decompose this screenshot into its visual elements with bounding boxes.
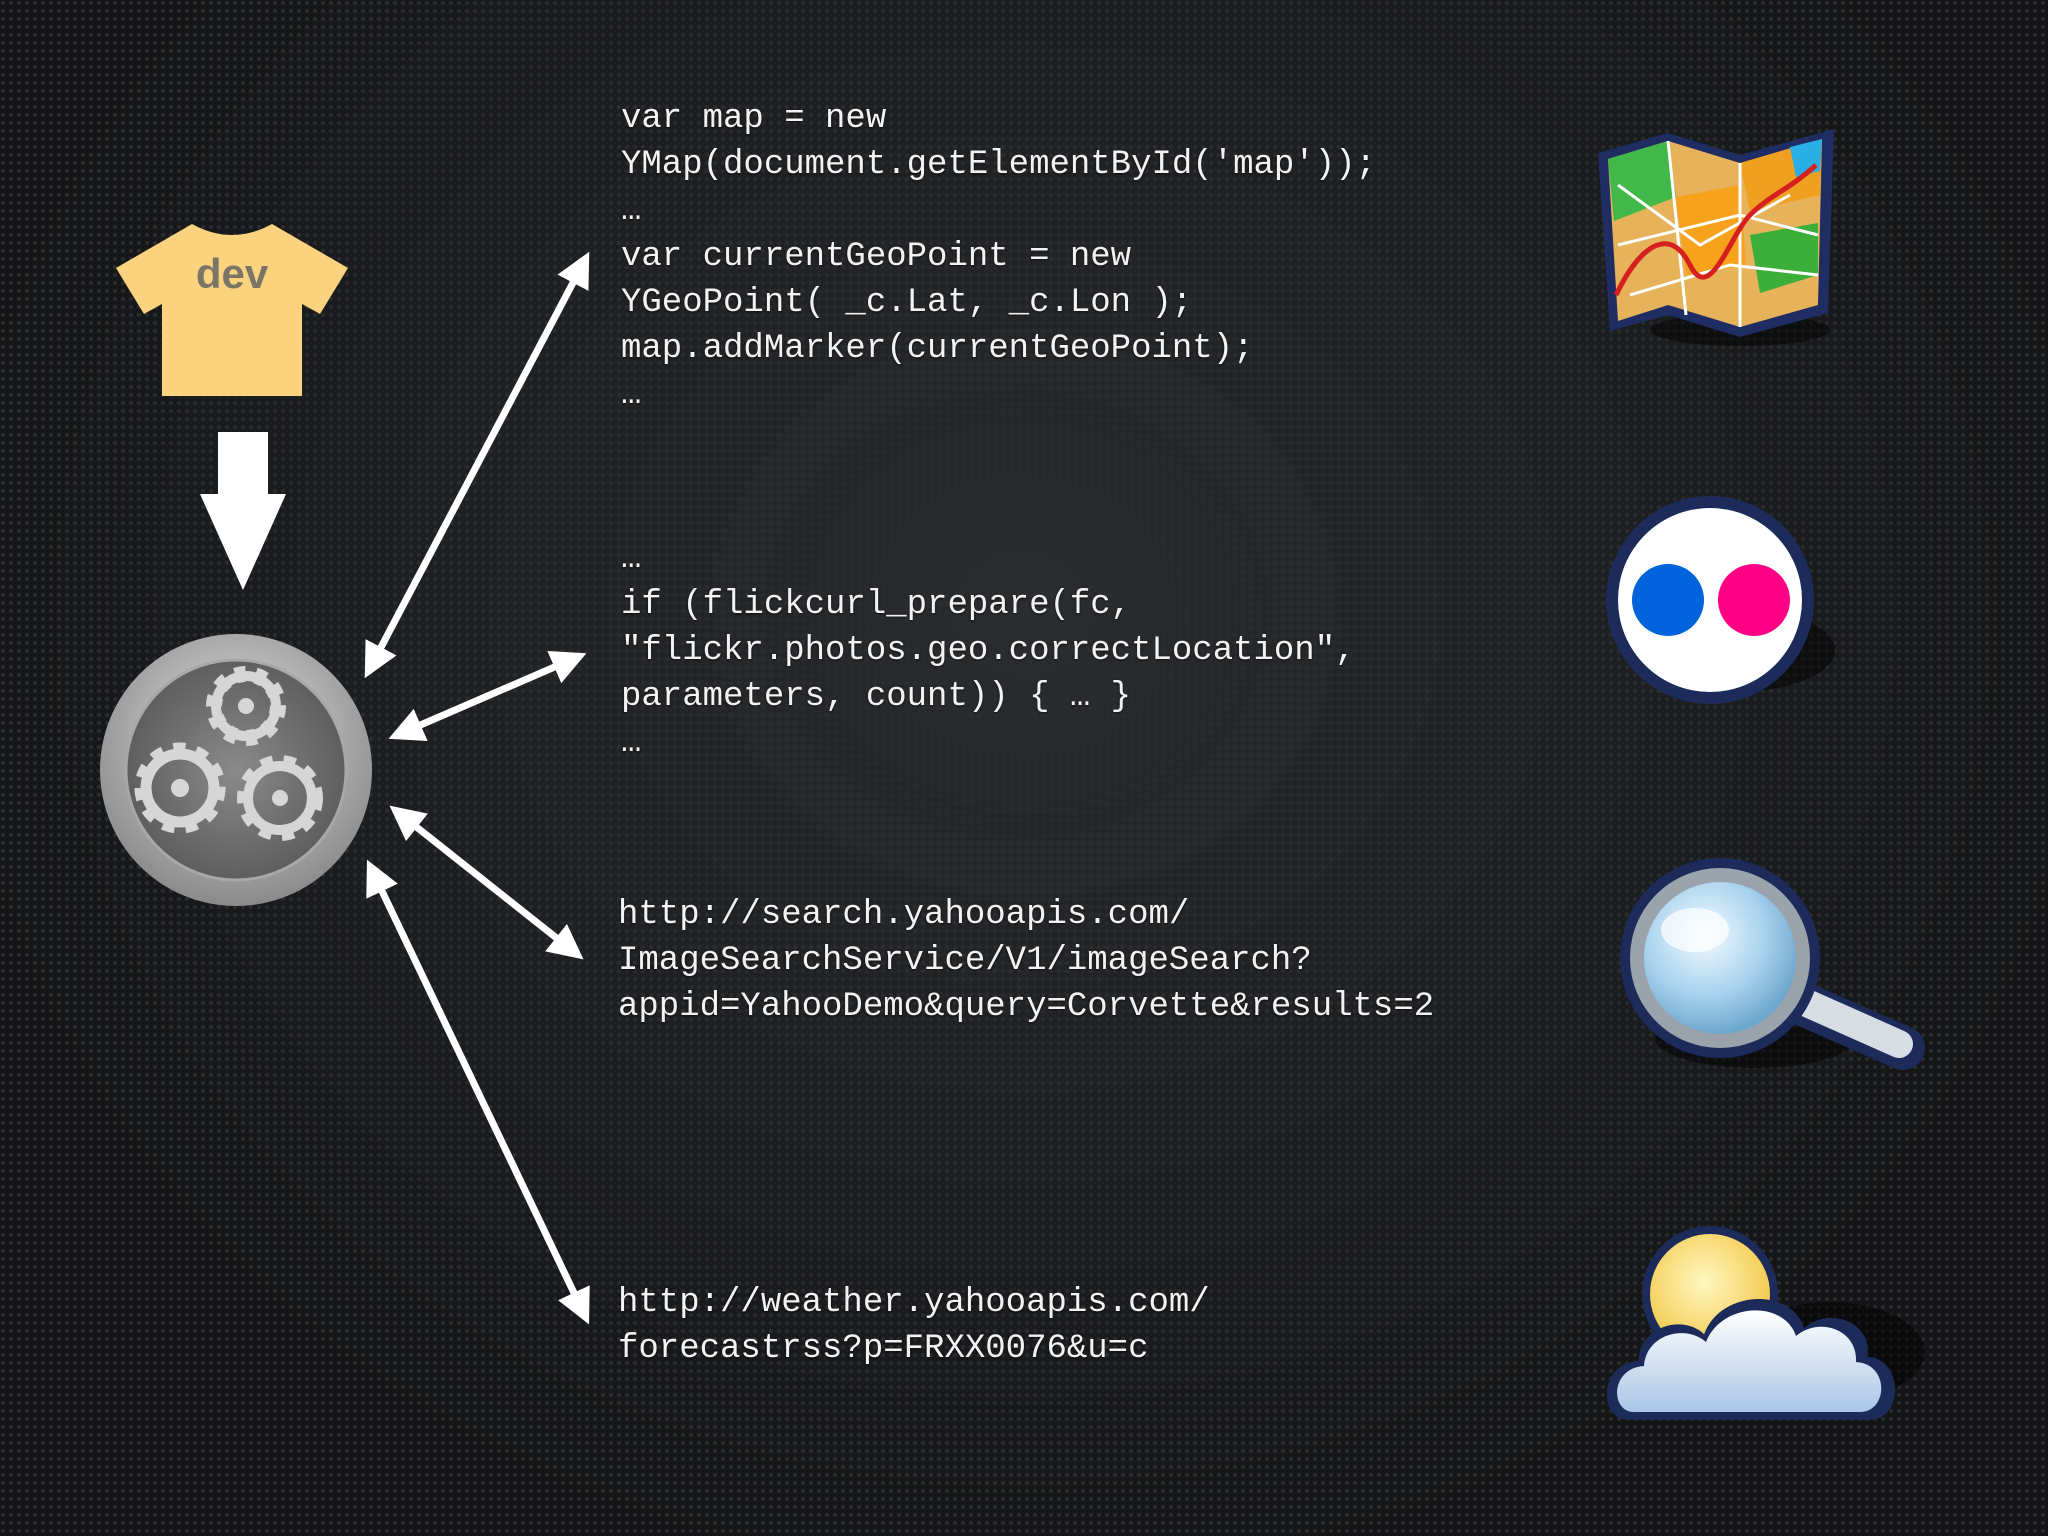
code-line: map.addMarker(currentGeoPoint); — [621, 330, 1254, 368]
search-code: http://search.yahooapis.com/ImageSearchS… — [618, 892, 1434, 1030]
code-line: http://weather.yahooapis.com/ — [618, 1284, 1210, 1322]
magnifier-icon — [1620, 858, 1925, 1070]
arrow-to-photos — [388, 651, 587, 741]
dev-label: dev — [196, 250, 269, 297]
down-arrow-icon — [200, 432, 286, 590]
code-line: forecastrss?p=FRXX0076&u=c — [618, 1330, 1149, 1368]
arrow-to-weather — [366, 859, 590, 1325]
flickr-icon — [1606, 496, 1835, 704]
weather-code: http://weather.yahooapis.com/forecastrss… — [618, 1280, 1210, 1372]
code-line: "flickr.photos.geo.correctLocation", — [621, 632, 1356, 670]
weather-icon — [1606, 1226, 1925, 1420]
arrow-to-maps — [364, 251, 590, 679]
code-line: YGeoPoint( _c.Lat, _c.Lon ); — [621, 284, 1193, 322]
code-line: … — [621, 724, 642, 762]
code-line: if (flickcurl_prepare(fc, — [621, 586, 1132, 624]
gears-icon — [100, 634, 372, 906]
code-line: http://search.yahooapis.com/ — [618, 896, 1190, 934]
photos-code: … if (flickcurl_prepare(fc, "flickr.photos… — [621, 536, 1356, 766]
t-shirt-icon: dev — [116, 224, 348, 396]
code-line: parameters, count)) { … } — [621, 678, 1132, 716]
code-line: var map = new — [621, 100, 887, 138]
map-icon — [1598, 129, 1834, 346]
code-line: … — [621, 540, 642, 578]
code-line: YMap(document.getElementById('map')); — [621, 146, 1376, 184]
code-line: appid=YahooDemo&query=Corvette&results=2 — [618, 988, 1435, 1026]
code-line: … — [621, 192, 642, 230]
code-line: … — [621, 376, 642, 414]
code-line: ImageSearchService/V1/imageSearch? — [618, 942, 1312, 980]
code-line: var currentGeoPoint = new — [621, 238, 1132, 276]
arrow-to-search — [389, 805, 584, 960]
